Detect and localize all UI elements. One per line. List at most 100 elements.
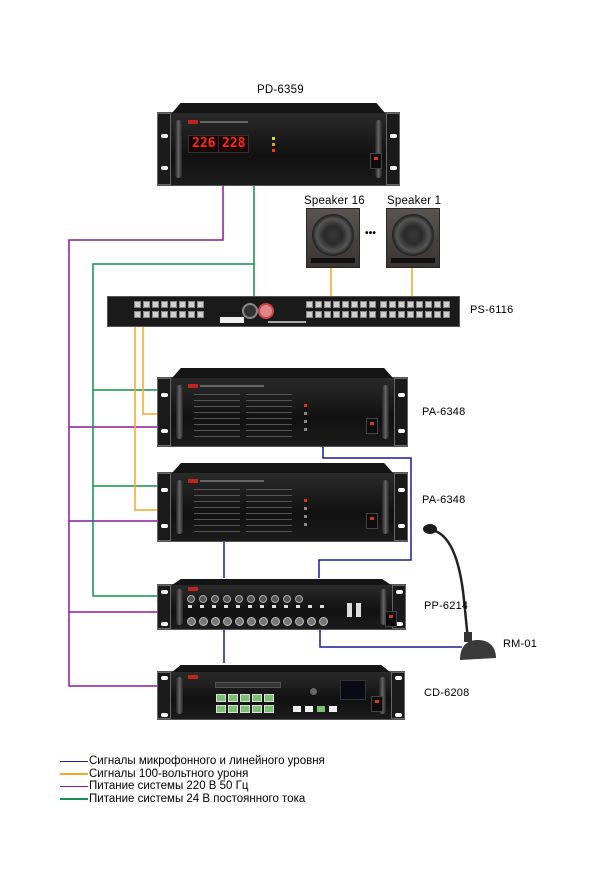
- terminal: [152, 301, 159, 308]
- device-pa-6348-1[interactable]: [157, 368, 408, 447]
- protection-led: [304, 499, 307, 502]
- preset-button: [252, 694, 262, 702]
- terminal: [398, 311, 405, 318]
- legend-item-24v: Питание системы 24 В постоянного тока: [60, 793, 325, 806]
- device-pp-6214[interactable]: [157, 579, 406, 630]
- device-cd-6208[interactable]: [157, 665, 405, 720]
- vent-slot: [246, 430, 292, 431]
- mic-capsule-icon: [423, 524, 437, 534]
- device-label-speaker-1: Speaker 1: [387, 195, 442, 207]
- rack-ear-right: [386, 113, 400, 185]
- terminal: [380, 301, 387, 308]
- terminal: [170, 301, 177, 308]
- jog-dial[interactable]: [310, 688, 317, 695]
- power-switch[interactable]: [385, 611, 397, 627]
- transport-button: [305, 706, 313, 712]
- gain-knob: [295, 595, 303, 603]
- device-ps-6116[interactable]: [107, 296, 460, 327]
- power-switch[interactable]: [366, 513, 378, 529]
- device-rm-01-microphone[interactable]: [420, 520, 510, 665]
- device-speaker-1[interactable]: [386, 208, 440, 268]
- terminal: [197, 301, 204, 308]
- channel-button: [188, 605, 192, 608]
- status-led-green: [272, 137, 275, 140]
- rack-ear-right: [394, 378, 408, 446]
- handle-right-icon: [380, 589, 387, 625]
- device-pd-6359[interactable]: 226 228: [157, 103, 400, 186]
- handle-right-icon: [382, 479, 389, 535]
- vent-slot: [246, 394, 292, 395]
- device-label-pp-6214: PP-6214: [424, 600, 469, 612]
- legend-item-signal: Сигналы микрофонного и линейного уровня: [60, 755, 325, 768]
- terminal: [389, 311, 396, 318]
- vent-slot: [194, 400, 240, 401]
- protection-led: [304, 428, 307, 431]
- handle-left-icon: [176, 676, 183, 715]
- terminal: [416, 311, 423, 318]
- volume-knob: [307, 617, 316, 626]
- vent-slot: [194, 513, 240, 514]
- dc-terminal-negative[interactable]: [242, 303, 258, 319]
- handle-right-icon: [375, 120, 382, 178]
- power-switch[interactable]: [366, 418, 378, 434]
- gain-knob: [259, 595, 267, 603]
- device-speaker-16[interactable]: [306, 208, 360, 268]
- master-fader-right[interactable]: [356, 603, 361, 617]
- speaker-cone-icon: [392, 214, 434, 256]
- volume-knob: [271, 617, 280, 626]
- mic-base: [460, 640, 496, 660]
- master-fader-left[interactable]: [347, 603, 352, 617]
- power-switch[interactable]: [371, 696, 383, 712]
- preset-button: [216, 694, 226, 702]
- bass-port: [311, 258, 355, 263]
- terminal: [342, 301, 349, 308]
- device-label-ps-6116: PS-6116: [470, 304, 514, 316]
- vent-slot: [194, 531, 240, 532]
- transport-button: [293, 706, 301, 712]
- preset-button: [240, 705, 250, 713]
- terminal: [443, 301, 450, 308]
- preset-button: [264, 705, 274, 713]
- legend-swatch-220v: [60, 785, 88, 787]
- transport-button: [317, 706, 325, 712]
- handle-right-icon: [379, 676, 386, 715]
- gain-knob: [235, 595, 243, 603]
- handle-right-icon: [382, 384, 389, 440]
- dc-terminal-positive[interactable]: [258, 303, 274, 319]
- terminal: [380, 311, 387, 318]
- terminal: [161, 301, 168, 308]
- status-led-red: [272, 149, 275, 152]
- device-label-rm-01: RM-01: [503, 638, 538, 650]
- volume-knob: [319, 617, 328, 626]
- speaker-cone-icon: [312, 214, 354, 256]
- voltage-display-left: 226: [188, 135, 220, 153]
- device-pa-6348-2[interactable]: [157, 463, 408, 542]
- terminal: [360, 301, 367, 308]
- vent-slot: [194, 394, 240, 395]
- terminal: [179, 311, 186, 318]
- terminal: [333, 301, 340, 308]
- channel-button: [296, 605, 300, 608]
- preset-button: [216, 705, 226, 713]
- terminal: [324, 301, 331, 308]
- terminal: [324, 311, 331, 318]
- terminal: [416, 301, 423, 308]
- channel-button: [284, 605, 288, 608]
- vent-slot: [246, 406, 292, 407]
- rack-ear-left: [157, 378, 171, 446]
- cd-tray-slot[interactable]: [215, 682, 281, 688]
- volume-knob: [199, 617, 208, 626]
- website-text: [268, 321, 306, 323]
- terminal: [369, 301, 376, 308]
- vent-slot: [194, 489, 240, 490]
- volume-knob: [235, 617, 244, 626]
- model-text-line: [200, 480, 264, 482]
- lcd-display: [340, 680, 366, 700]
- wire-24v-trunk: [92, 263, 254, 597]
- vent-slot: [194, 406, 240, 407]
- terminal: [315, 301, 322, 308]
- channel-button: [320, 605, 324, 608]
- mic-stem: [464, 632, 472, 642]
- rack-ear-left: [157, 672, 171, 719]
- power-switch[interactable]: [370, 153, 382, 169]
